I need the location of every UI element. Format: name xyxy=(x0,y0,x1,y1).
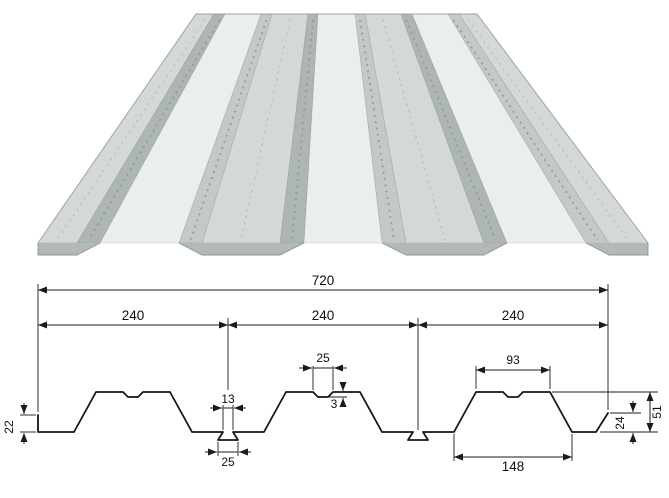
dim-label-pitch-3: 240 xyxy=(502,308,525,323)
dim-label-rib-bottom-width: 148 xyxy=(502,459,525,474)
profile-drawing: 720 240 240 240 25 93 xyxy=(2,273,664,474)
deck-front-edge xyxy=(179,243,304,255)
emboss-dots-row xyxy=(189,19,268,241)
dim-label-right-edge-height: 24 xyxy=(613,416,627,430)
deck-front-edge xyxy=(586,243,648,255)
dim-label-dovetail-top-width: 13 xyxy=(221,392,235,406)
deck-front-edge xyxy=(38,243,100,255)
dim-label-pitch-1: 240 xyxy=(122,308,145,323)
emboss-dots-row xyxy=(87,19,221,241)
dim-label-groove-depth: 3 xyxy=(331,397,338,411)
dim-label-overall-width: 720 xyxy=(312,273,335,288)
dim-profile-height: 51 xyxy=(552,391,664,432)
dim-label-left-edge-height: 22 xyxy=(2,420,16,434)
dim-right-edge-height: 24 xyxy=(600,401,658,444)
dim-left-edge-height: 22 xyxy=(2,403,36,444)
dim-label-rib-top-width: 93 xyxy=(506,353,520,367)
dim-label-top-groove-width: 25 xyxy=(316,351,330,365)
emboss-dots-row xyxy=(240,19,291,241)
emboss-dots-row xyxy=(382,19,446,241)
dim-label-pitch-2: 240 xyxy=(312,308,335,323)
dim-pitch: 240 240 240 xyxy=(38,308,608,430)
dim-rib-bottom-width: 148 xyxy=(453,434,573,474)
dim-overall-width: 720 xyxy=(37,273,609,412)
deck-front-edge xyxy=(382,243,507,255)
dim-top-groove-width: 25 xyxy=(299,351,347,390)
profile-outline xyxy=(37,391,609,441)
deck-render xyxy=(37,13,649,256)
dim-dovetail-bottom-width: 25 xyxy=(205,442,251,469)
deck-front-outline xyxy=(37,242,649,256)
dim-groove-depth: 3 xyxy=(329,382,347,411)
emboss-dots-row xyxy=(405,19,497,241)
dim-label-dovetail-bottom-width: 25 xyxy=(221,455,235,469)
dim-dovetail-top-width: 13 xyxy=(210,392,246,430)
dim-label-profile-height: 51 xyxy=(650,405,664,419)
deck-outline xyxy=(37,13,649,244)
emboss-dots-row xyxy=(452,19,599,241)
emboss-dots-row xyxy=(291,19,314,241)
dim-rib-top-width: 93 xyxy=(475,353,551,389)
